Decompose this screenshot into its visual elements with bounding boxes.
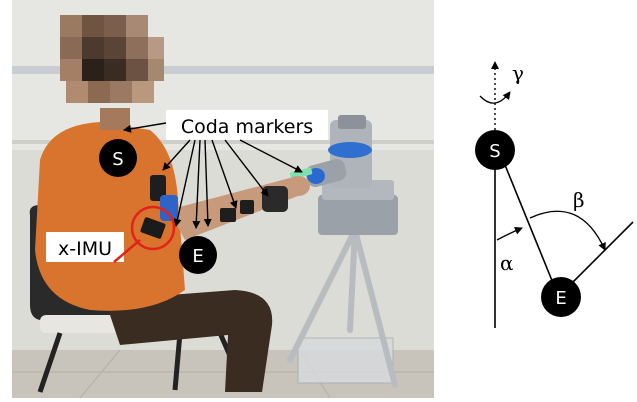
schematic-shoulder-joint <box>475 130 515 170</box>
coda-marker-arrows <box>123 122 303 229</box>
ximu-pointer-line <box>113 239 141 263</box>
ximu-device <box>140 217 166 239</box>
arm-schematic: γ α β S E <box>475 61 634 328</box>
robot-arm <box>290 115 372 188</box>
gamma-label: γ <box>512 61 524 85</box>
ximu-highlight-circle <box>130 205 176 251</box>
coda-markers-label: Coda markers <box>181 116 313 138</box>
arm-strap-upper <box>150 175 166 201</box>
coda-markers-callout-box <box>166 110 328 140</box>
ximu-label: x-IMU <box>58 238 112 260</box>
beta-label: β <box>573 188 585 212</box>
forearm-segment <box>569 221 634 286</box>
wrist-brace <box>262 186 288 212</box>
photo-elbow-marker <box>179 236 217 274</box>
upper-arm-segment <box>504 164 554 284</box>
photo-elbow-label: E <box>192 246 203 267</box>
wall-rail <box>12 66 434 74</box>
robot-base <box>318 195 398 235</box>
beta-arc <box>529 210 606 251</box>
gamma-rotation-arc <box>479 91 511 104</box>
ximu-callout-box <box>46 232 124 262</box>
photo-shoulder-marker <box>99 139 137 177</box>
schematic-elbow-label: E <box>555 288 566 309</box>
schematic-elbow-joint <box>541 277 581 317</box>
arm-strap-blue <box>160 195 178 221</box>
alpha-arc <box>496 227 523 241</box>
robot-tripod <box>287 227 398 388</box>
schematic-shoulder-label: S <box>489 141 500 162</box>
photo-shoulder-label: S <box>112 149 123 170</box>
alpha-label: α <box>500 251 514 275</box>
wall-rail-lower <box>12 140 434 144</box>
person <box>35 15 310 392</box>
floor-box <box>297 337 394 384</box>
experiment-photo: Coda markers x-IMU S E <box>12 0 434 399</box>
pixelated-head <box>60 15 164 103</box>
